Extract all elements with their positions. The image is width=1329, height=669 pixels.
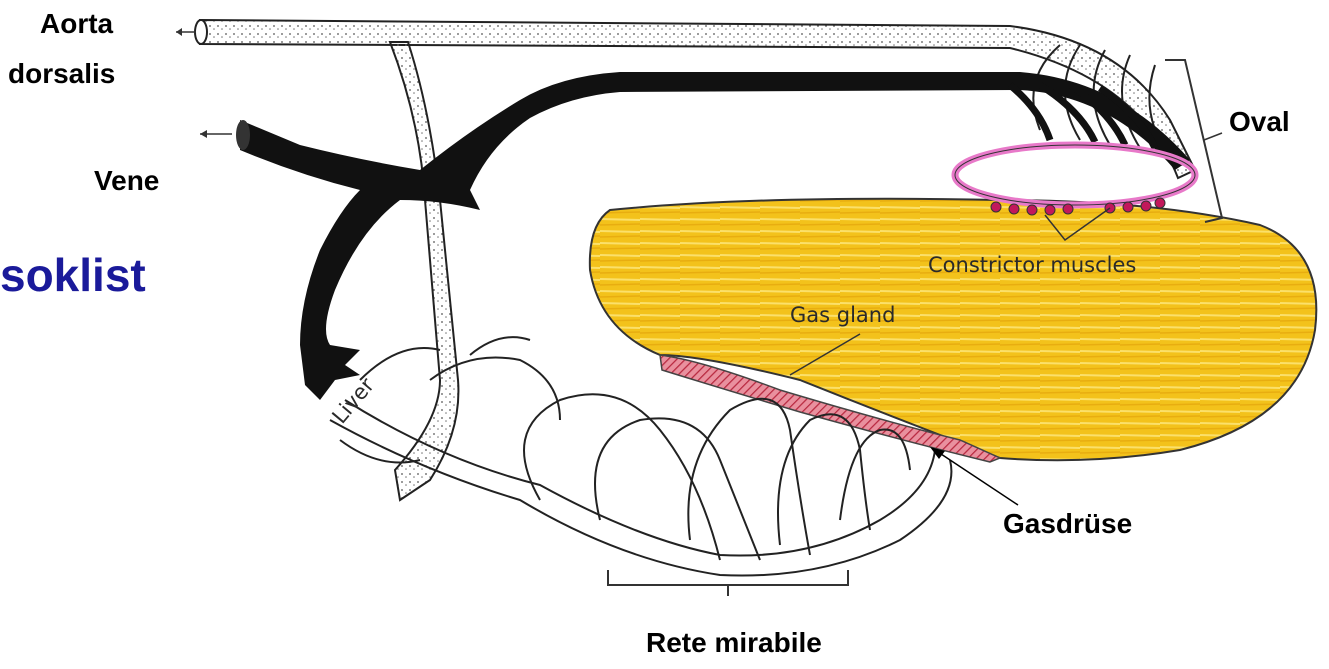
rete-mirabile-label: Rete mirabile: [646, 627, 822, 659]
vene-label: Vene: [94, 165, 159, 197]
swim-bladder: [590, 199, 1317, 460]
vein-arrow: [200, 130, 232, 138]
oval-label: Oval: [1229, 106, 1290, 138]
gas-gland-label: Gas gland: [790, 303, 895, 327]
constrictor-muscles-label: Constrictor muscles: [928, 253, 1136, 277]
aorta-label: Aorta: [40, 8, 113, 40]
dorsalis-label: dorsalis: [8, 58, 115, 90]
gasdruese-label: Gasdrüse: [1003, 508, 1132, 540]
liver-label: Liver: [327, 373, 379, 428]
rete-mirabile-bracket: [608, 570, 848, 596]
aorta-arrow: [176, 28, 196, 36]
oval-pointer: [1204, 133, 1222, 140]
title-fragment: soklist: [0, 248, 146, 302]
